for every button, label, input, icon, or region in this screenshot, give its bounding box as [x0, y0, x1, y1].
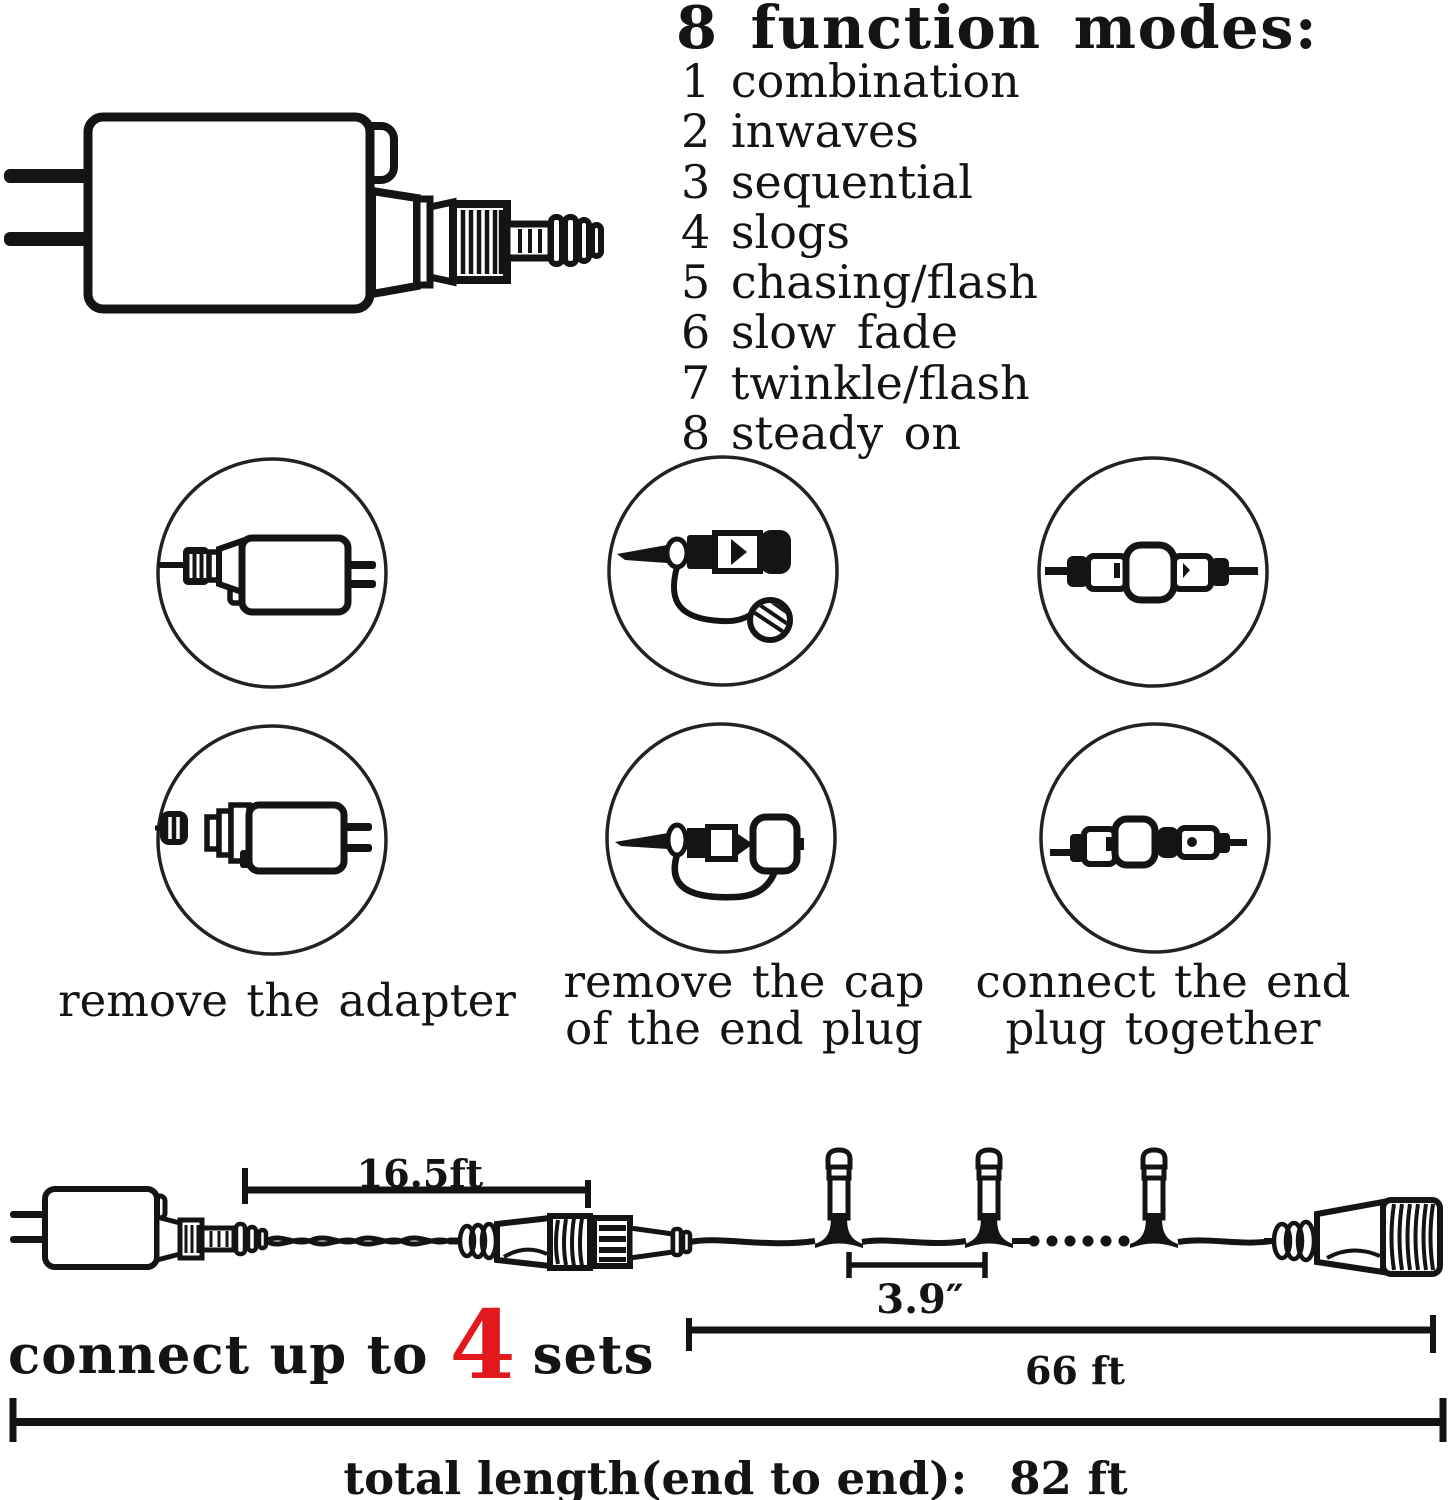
function-mode-item: 1 combination	[681, 54, 1020, 108]
function-mode-item: 5 chasing/flash	[681, 255, 1038, 310]
plug-prong-icon	[4, 232, 90, 246]
light-bulb	[1130, 1147, 1178, 1248]
connect-note-prefix: connect up to	[8, 1324, 429, 1386]
total-length-row: total length(end to end): 82 ft	[20, 1452, 1451, 1500]
bracket-66ft	[686, 1315, 1436, 1353]
connect-sets-count: 4	[449, 1290, 516, 1401]
diagram-adapter-body	[42, 1186, 160, 1270]
total-length-label: total length(end to end):	[343, 1452, 968, 1500]
function-mode-item: 2 inwaves	[681, 104, 919, 159]
bracket-3-9in	[846, 1252, 988, 1278]
bracket-total-length	[9, 1398, 1447, 1442]
function-mode-item: 4 slogs	[681, 204, 850, 259]
step-adapter-attached-illustration	[156, 457, 388, 689]
step-caption-connect-end: connect the end plug together	[975, 955, 1351, 1055]
step-remove-cap-illustration	[605, 722, 837, 954]
function-mode-item: 6 slow fade	[681, 305, 959, 360]
string-light-diagram	[9, 1147, 1447, 1442]
label-bulb-spacing: 3.9″	[876, 1276, 964, 1323]
label-string-length: 66 ft	[1024, 1348, 1125, 1393]
step-caption-remove-cap: remove the cap of the end plug	[563, 955, 925, 1055]
label-lead-length: 16.5ft	[356, 1151, 484, 1196]
step-remove-adapter-illustration	[155, 724, 388, 956]
function-mode-item: 3 sequential	[681, 154, 973, 209]
light-bulb	[815, 1147, 863, 1248]
connect-note-suffix: sets	[532, 1324, 655, 1386]
step-connect-end-plug-illustration	[1039, 722, 1271, 954]
plug-prong-icon	[4, 169, 90, 183]
connect-note: connect up to 4 sets	[8, 1285, 655, 1401]
ellipsis-dots	[1028, 1235, 1130, 1247]
step-caption-remove-adapter: remove the adapter	[58, 974, 516, 1027]
step-connectors-joined-illustration	[1037, 456, 1269, 688]
function-mode-item: 8 steady on	[681, 406, 962, 461]
light-bulb	[965, 1147, 1013, 1248]
step-end-plug-capped-illustration	[607, 455, 839, 687]
bracket-16-5ft	[242, 1168, 591, 1208]
adapter-body	[83, 112, 375, 314]
total-length-value: 82 ft	[1009, 1452, 1128, 1500]
power-adapter-illustration	[4, 112, 604, 314]
function-mode-item: 7 twinkle/flash	[681, 355, 1030, 410]
function-modes-list: 1 combination 2 inwaves 3 sequential 4 s…	[681, 54, 1038, 461]
function-modes-heading: 8 function modes:	[676, 0, 1319, 62]
